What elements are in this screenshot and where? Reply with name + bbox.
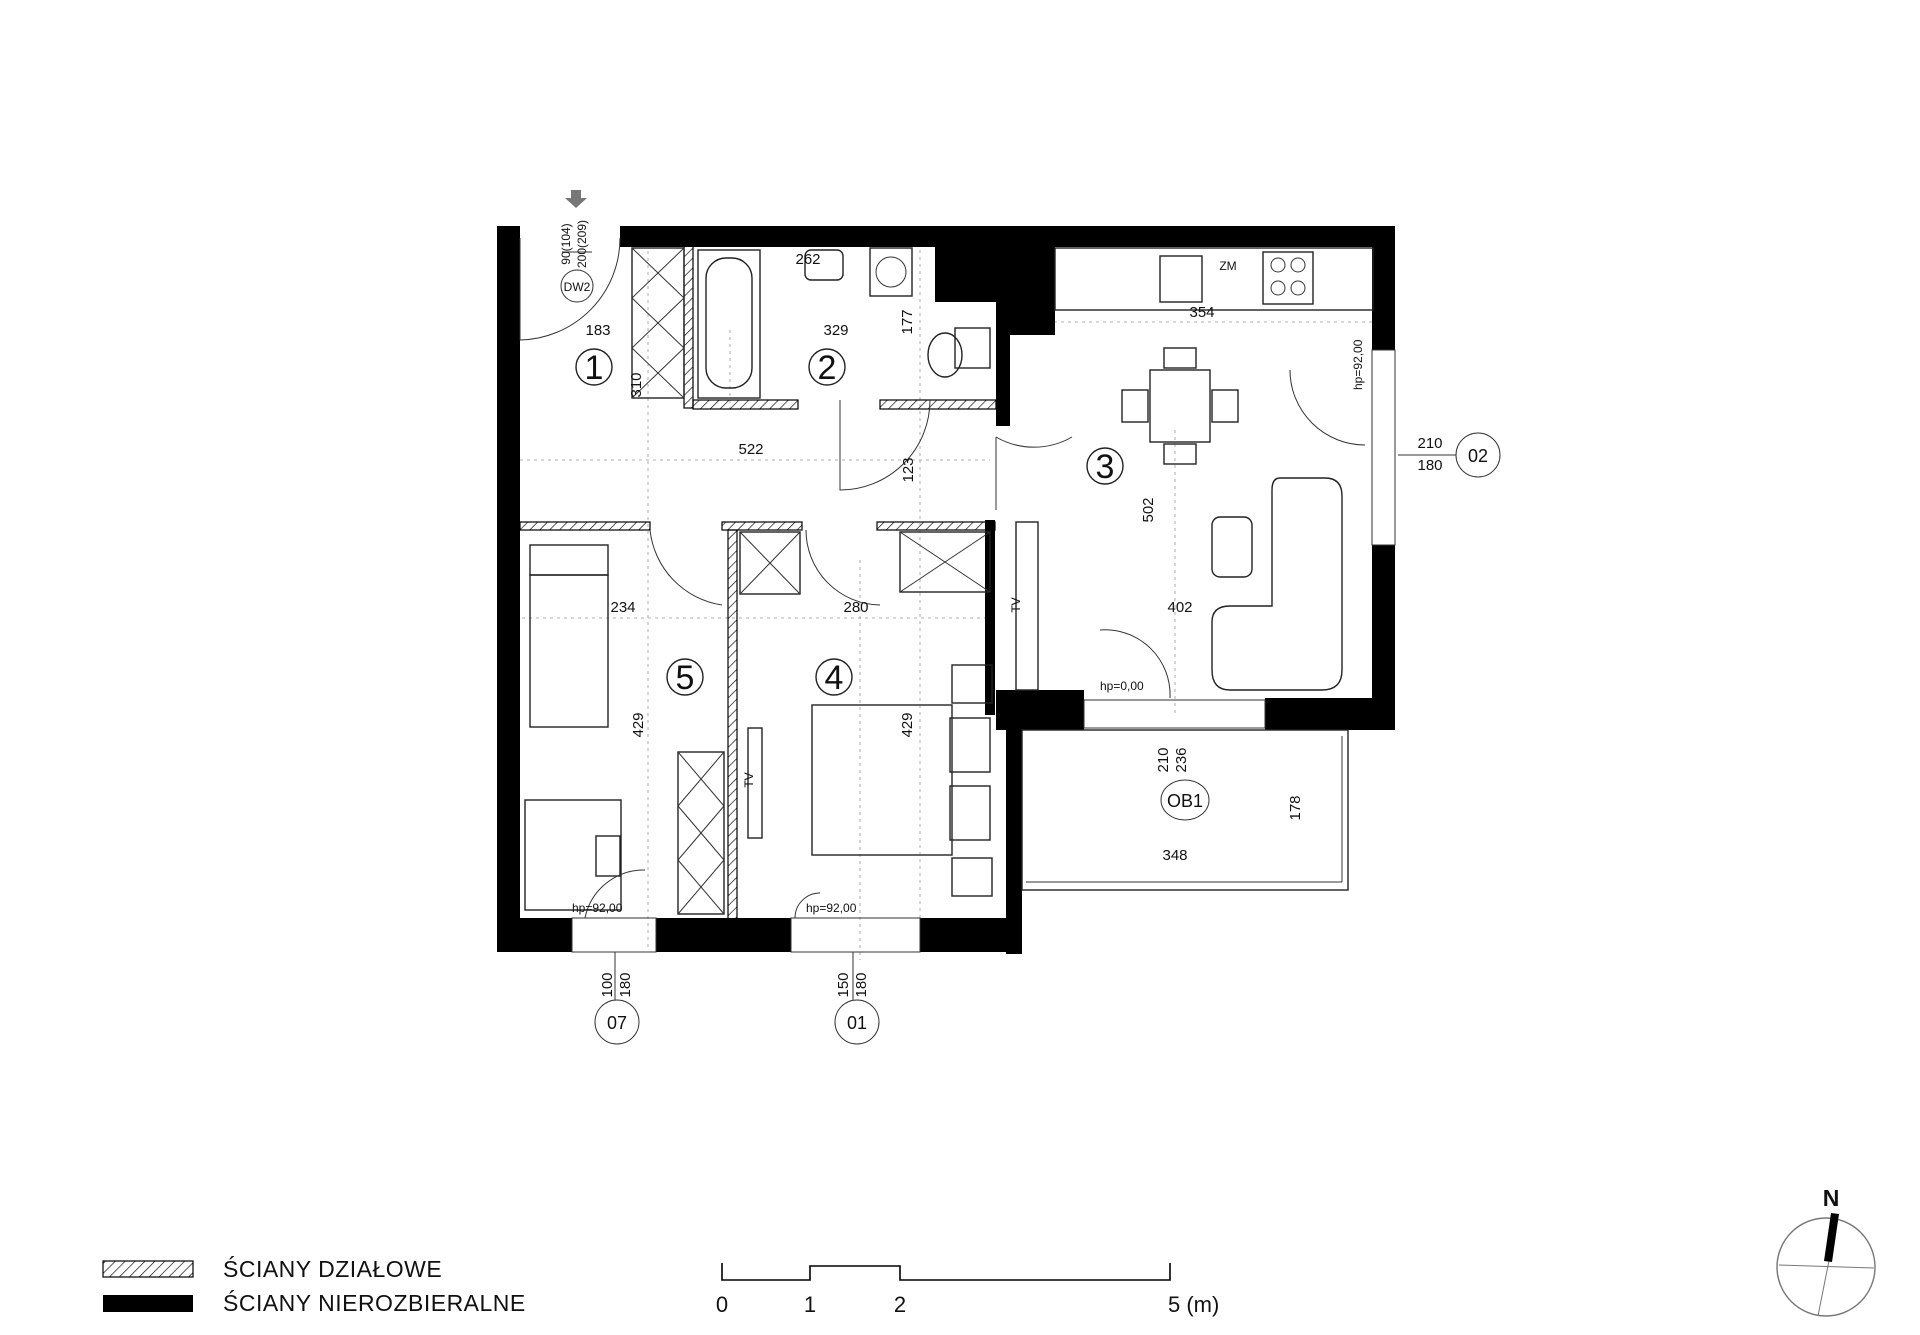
dw2-tag: DW2 <box>564 280 591 294</box>
dim-429-room4: 429 <box>899 712 916 737</box>
opening-tags: 90(104) 200(209) DW2 210 180 02 210 236 … <box>559 190 1501 1045</box>
o02-height: 180 <box>1417 457 1442 474</box>
room-5-label: 5 <box>676 659 695 697</box>
dim-177: 177 <box>899 309 916 334</box>
entrance-arrow-icon <box>565 190 587 208</box>
dim-262: 262 <box>795 251 820 268</box>
furniture <box>524 247 1374 915</box>
axis-lines <box>515 230 1375 960</box>
dim-183: 183 <box>585 322 610 339</box>
legend-swatch-structural <box>103 1295 193 1312</box>
north-label: N <box>1823 1185 1840 1211</box>
room-4-label: 4 <box>825 659 844 697</box>
ob1-tag: OB1 <box>1167 791 1203 811</box>
dim-354: 354 <box>1189 304 1214 321</box>
legend-partition-label: ŚCIANY DZIAŁOWE <box>223 1255 442 1282</box>
ob1-height: 236 <box>1173 747 1190 772</box>
room-2-label: 2 <box>818 349 837 387</box>
dim-429-room5: 429 <box>630 712 647 737</box>
door-swings <box>519 237 1366 919</box>
dw2-width: 90(104) <box>559 223 573 264</box>
scale-2: 2 <box>894 1292 906 1317</box>
legend-swatch-partition <box>102 1260 194 1278</box>
o07-tag: 07 <box>607 1013 627 1033</box>
tv-label-bedroom: TV <box>742 772 756 787</box>
hp-label-window-01: hp=92,00 <box>806 901 857 915</box>
legend: ŚCIANY DZIAŁOWE ŚCIANY NIEROZBIERALNE <box>102 1255 526 1316</box>
partition-walls <box>519 245 997 921</box>
dim-234: 234 <box>610 599 635 616</box>
o02-tag: 02 <box>1468 446 1488 466</box>
legend-structural-label: ŚCIANY NIEROZBIERALNE <box>223 1289 526 1316</box>
north-arrow: N <box>1776 1185 1876 1317</box>
dimension-labels: 183 329 262 177 354 310 522 123 502 234 … <box>585 251 1304 864</box>
hp-label-balcony: hp=0,00 <box>1100 679 1144 693</box>
tv-label-living: TV <box>1009 597 1023 612</box>
hp-label-window-07: hp=92,00 <box>572 901 623 915</box>
dim-280: 280 <box>843 599 868 616</box>
o02-width: 210 <box>1417 435 1442 452</box>
scale-1: 1 <box>804 1292 816 1317</box>
dw2-height: 200(209) <box>575 220 589 268</box>
ob1-width: 210 <box>1155 747 1172 772</box>
room-markers: 1 2 3 4 5 <box>575 348 1124 697</box>
room-3-label: 3 <box>1096 448 1115 486</box>
dim-402: 402 <box>1167 599 1192 616</box>
room-1-label: 1 <box>585 349 604 387</box>
o01-width: 150 <box>835 972 852 997</box>
dim-348: 348 <box>1162 847 1187 864</box>
scale-0: 0 <box>716 1292 728 1317</box>
dim-329: 329 <box>823 322 848 339</box>
fixture-labels: ZM TV TV hp=0,00 hp=92,00 hp=92,00 hp=92… <box>572 259 1365 915</box>
scale-bar: 0 1 2 5 (m) <box>716 1263 1219 1317</box>
dim-502: 502 <box>1140 497 1157 522</box>
dim-310: 310 <box>628 372 645 397</box>
scale-5: 5 (m) <box>1168 1292 1219 1317</box>
o01-height: 180 <box>853 972 870 997</box>
o01-tag: 01 <box>847 1013 867 1033</box>
hp-label-window-02: hp=92,00 <box>1351 339 1365 390</box>
o07-height: 180 <box>617 972 634 997</box>
structural-walls <box>497 226 1395 954</box>
dim-522: 522 <box>738 441 763 458</box>
windows <box>571 349 1396 953</box>
dim-123: 123 <box>900 457 917 482</box>
zm-label: ZM <box>1219 259 1236 273</box>
dim-178: 178 <box>1287 795 1304 820</box>
north-needle-icon <box>1824 1213 1839 1262</box>
o07-width: 100 <box>599 972 616 997</box>
